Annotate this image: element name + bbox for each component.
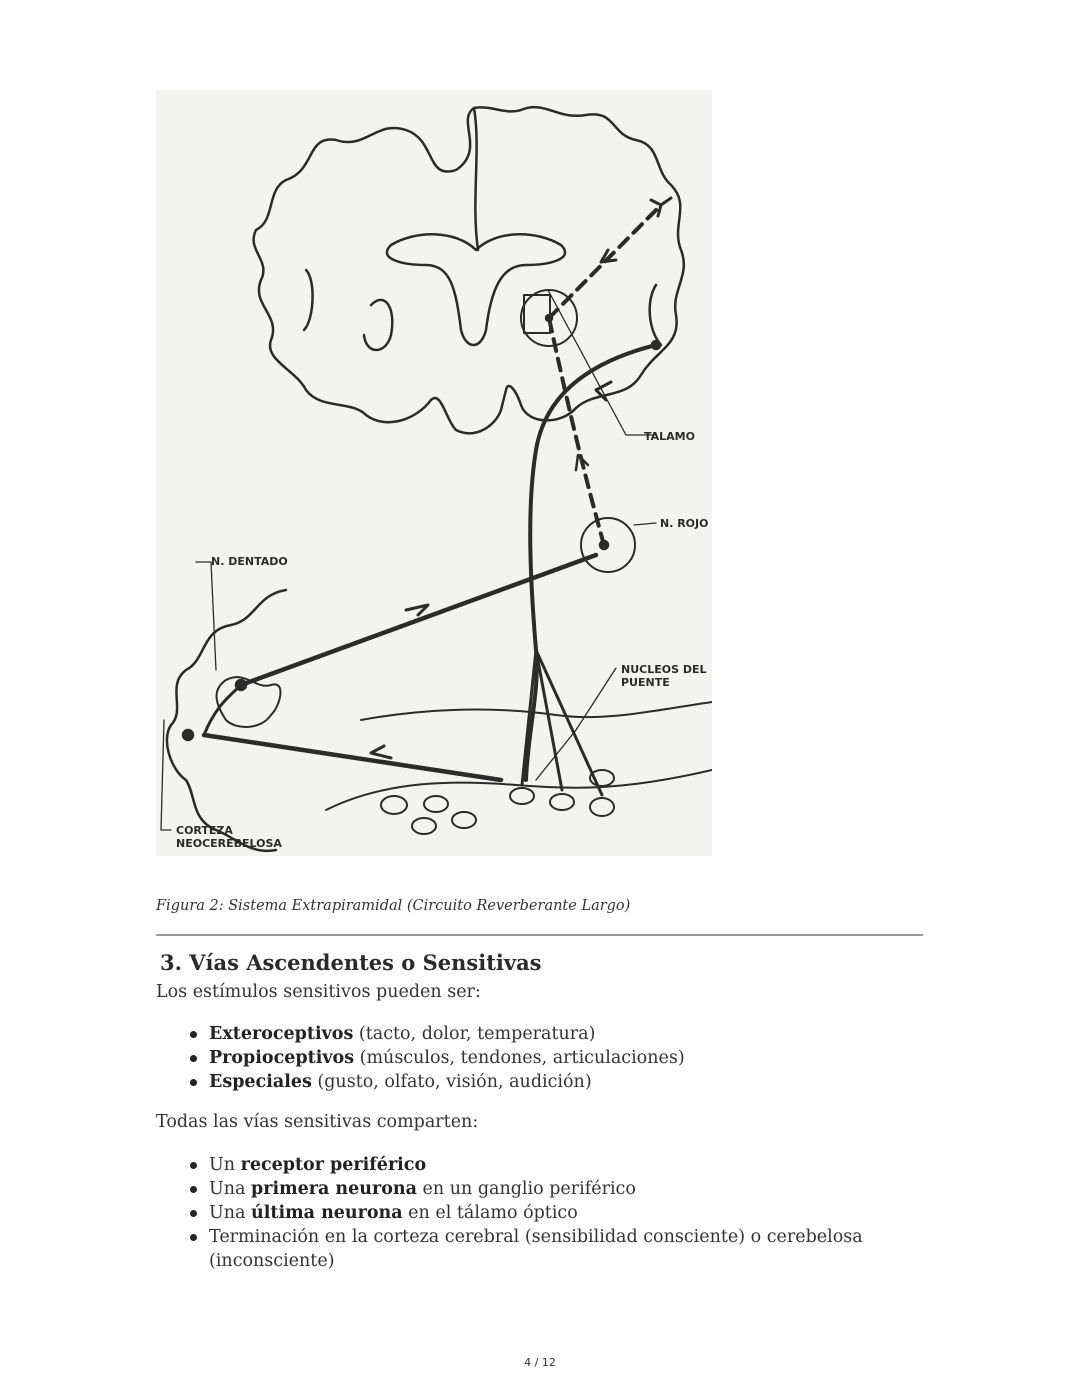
label-talamo: TALAMO [644, 430, 695, 443]
label-corteza-line1: CORTEZA [176, 824, 233, 837]
brainstem-outline [325, 769, 712, 811]
lateral-fold-right [648, 283, 663, 347]
cerebellum-outline [165, 588, 288, 853]
figure-extrapyramidal-diagram: TALAMO N. ROJO N. DENTADO NUCLEOS DEL PU… [156, 90, 712, 856]
pontocerebellar-fiber [201, 732, 504, 783]
label-corteza-line2: NEOCEREBELOSA [176, 837, 282, 850]
stimuli-intro: Los estímulos sensitivos pueden ser: [156, 982, 481, 1002]
thalamus-circle [520, 289, 578, 347]
list-item: Especiales (gusto, olfato, visión, audic… [156, 1070, 899, 1094]
brain-outline [252, 105, 686, 435]
label-nucleos-line1: NUCLEOS DEL [621, 663, 707, 676]
section-divider [156, 934, 923, 936]
shared-intro: Todas las vías sensitivas comparten: [156, 1112, 479, 1132]
section-heading: 3. Vías Ascendentes o Sensitivas [160, 950, 542, 975]
red-nucleus-circle [580, 517, 636, 573]
thalamus-left [362, 298, 394, 352]
label-nucleos-line2: PUENTE [621, 676, 670, 689]
lateral-fold-left [302, 268, 314, 332]
corticopontine-fiber [524, 343, 658, 782]
rubrothalamic-dashed [547, 316, 606, 547]
label-n-rojo: N. ROJO [660, 517, 708, 530]
list-item: Propioceptivos (músculos, tendones, arti… [156, 1046, 899, 1070]
list-item: Una primera neurona en un ganglio perifé… [156, 1177, 899, 1201]
list-item: Un receptor periférico [156, 1153, 899, 1177]
brain-circuit-drawing: TALAMO N. ROJO N. DENTADO NUCLEOS DEL PU… [160, 105, 712, 853]
list-item: Exteroceptivos (tacto, dolor, temperatur… [156, 1022, 899, 1046]
page-number: 4 / 12 [524, 1356, 556, 1369]
list-item: Una última neurona en el tálamo óptico [156, 1201, 899, 1225]
shared-list: Un receptor periférico Una primera neuro… [156, 1153, 899, 1273]
label-n-dentado: N. DENTADO [211, 555, 288, 568]
brain-midline [472, 106, 480, 252]
ventricle [385, 233, 567, 347]
stimuli-list: Exteroceptivos (tacto, dolor, temperatur… [156, 1022, 899, 1094]
pons-line [360, 701, 712, 721]
figure-caption: Figura 2: Sistema Extrapiramidal (Circui… [156, 898, 631, 914]
dentatorubral-fiber [238, 552, 599, 688]
list-item: Terminación en la corteza cerebral (sens… [156, 1225, 899, 1273]
